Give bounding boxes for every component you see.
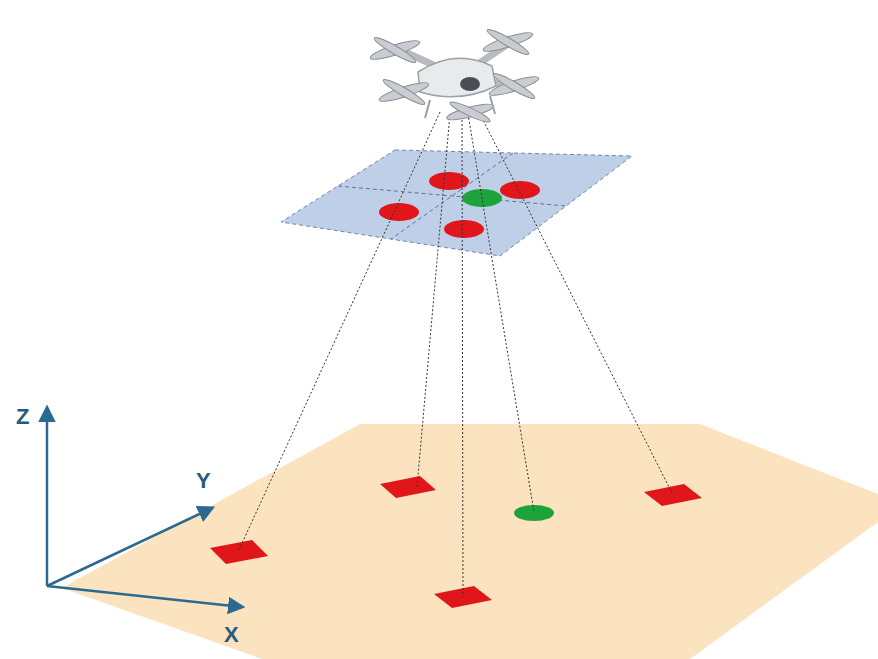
axis-label: Y <box>196 470 211 492</box>
image-plane <box>281 150 632 256</box>
ground-targets <box>210 476 702 608</box>
axis-label: Z <box>16 406 29 428</box>
axes <box>47 408 242 607</box>
projection-rays <box>238 110 673 597</box>
drone <box>369 27 541 125</box>
axis-label: X <box>224 624 239 646</box>
ground-plane <box>62 424 878 659</box>
